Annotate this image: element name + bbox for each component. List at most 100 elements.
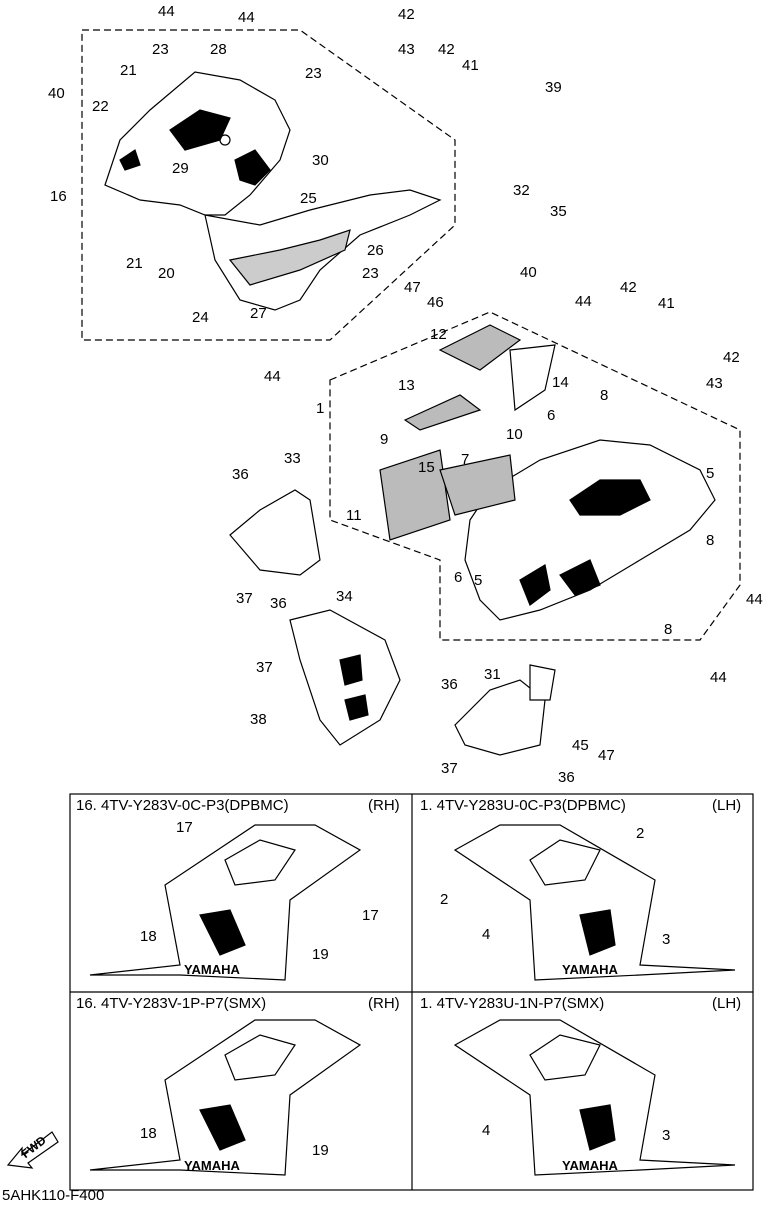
callout-46: 46: [427, 294, 444, 311]
callout-15: 15: [418, 459, 435, 476]
variant-sketch-rh-dpbmc: [89, 824, 362, 981]
variant-header-part-no: 16. 4TV-Y283V-0C-P3(DPBMC): [76, 797, 289, 814]
callout-45: 45: [572, 737, 589, 754]
variant-header-side: (RH): [368, 995, 400, 1012]
callout-17: 17: [176, 819, 193, 836]
callout-44: 44: [238, 9, 255, 26]
callout-17: 17: [362, 907, 379, 924]
callout-4: 4: [482, 926, 491, 943]
lh-group-outline: [329, 311, 741, 641]
lower-cowling-lh: [379, 324, 716, 621]
callout-47: 47: [598, 747, 615, 764]
callout-37: 37: [256, 659, 273, 676]
callout-42: 42: [723, 349, 740, 366]
callout-24: 24: [192, 309, 209, 326]
callout-43: 43: [706, 375, 723, 392]
callout-36: 36: [441, 676, 458, 693]
callout-2: 2: [440, 891, 449, 908]
variant-sketch-rh-smx: [89, 1019, 362, 1176]
variant-header-part-no: 1. 4TV-Y283U-1N-P7(SMX): [420, 995, 605, 1012]
callout-23: 23: [362, 265, 379, 282]
variant-header-part-no: 16. 4TV-Y283V-1P-P7(SMX): [76, 995, 267, 1012]
callout-37: 37: [441, 760, 458, 777]
callout-36: 36: [558, 769, 575, 786]
callout-44: 44: [746, 591, 763, 608]
callout-31: 31: [484, 666, 501, 683]
callout-4: 4: [482, 1122, 491, 1139]
callout-34: 34: [336, 588, 353, 605]
callout-3: 3: [662, 931, 671, 948]
callout-44: 44: [710, 669, 727, 686]
brand-text: YAMAHA: [184, 1158, 240, 1173]
callout-6: 6: [547, 407, 556, 424]
variant-sketch-lh-dpbmc: [453, 824, 736, 981]
callout-10: 10: [506, 426, 523, 443]
callout-21: 21: [120, 62, 137, 79]
callout-19: 19: [312, 1142, 329, 1159]
diagram-code: 5AHK110-F400: [2, 1187, 105, 1204]
callout-13: 13: [398, 377, 415, 394]
callout-1: 1: [316, 400, 325, 417]
callout-5: 5: [706, 465, 715, 482]
brand-text: YAMAHA: [562, 962, 618, 977]
bracket-group: [454, 664, 556, 756]
callout-20: 20: [158, 265, 175, 282]
callout-8: 8: [706, 532, 715, 549]
variant-sketch-lh-smx: [453, 1019, 736, 1176]
callout-41: 41: [462, 57, 479, 74]
fwd-arrow: [6, 1131, 59, 1169]
callout-8: 8: [664, 621, 673, 638]
callout-36: 36: [270, 595, 287, 612]
callout-27: 27: [250, 305, 267, 322]
callout-28: 28: [210, 41, 227, 58]
callout-3: 3: [662, 1127, 671, 1144]
callout-39: 39: [545, 79, 562, 96]
callout-14: 14: [552, 374, 569, 391]
callout-18: 18: [140, 928, 157, 945]
callout-26: 26: [367, 242, 384, 259]
callout-37: 37: [236, 590, 253, 607]
callout-44: 44: [575, 293, 592, 310]
callout-30: 30: [312, 152, 329, 169]
variant-header-side: (LH): [712, 797, 742, 814]
callout-18: 18: [140, 1125, 157, 1142]
callout-36: 36: [232, 466, 249, 483]
callout-23: 23: [305, 65, 322, 82]
variant-header-side: (RH): [368, 797, 400, 814]
upper-cowling-rh: [104, 71, 442, 311]
callout-47: 47: [404, 279, 421, 296]
callout-44: 44: [158, 3, 175, 20]
callout-38: 38: [250, 711, 267, 728]
callout-22: 22: [92, 98, 109, 115]
brand-text: YAMAHA: [562, 1158, 618, 1173]
callout-2: 2: [636, 825, 645, 842]
variant-header-side: (LH): [712, 995, 742, 1012]
callout-32: 32: [513, 182, 530, 199]
callout-41: 41: [658, 295, 675, 312]
callout-35: 35: [550, 203, 567, 220]
callout-33: 33: [284, 450, 301, 467]
callout-43: 43: [398, 41, 415, 58]
side-panel-group: [229, 489, 401, 746]
callout-19: 19: [312, 946, 329, 963]
callout-8: 8: [600, 387, 609, 404]
callout-42: 42: [398, 6, 415, 23]
callout-40: 40: [520, 264, 537, 281]
callout-29: 29: [172, 160, 189, 177]
callout-6: 6: [454, 569, 463, 586]
callout-11: 11: [346, 507, 362, 524]
variant-header-part-no: 1. 4TV-Y283U-0C-P3(DPBMC): [420, 797, 626, 814]
callout-25: 25: [300, 190, 317, 207]
callout-7: 7: [461, 451, 470, 468]
callout-40: 40: [48, 85, 65, 102]
callout-12: 12: [430, 326, 447, 343]
callout-5: 5: [474, 572, 483, 589]
callout-44: 44: [264, 368, 281, 385]
callout-42: 42: [620, 279, 637, 296]
callout-42: 42: [438, 41, 455, 58]
callout-23: 23: [152, 41, 169, 58]
callout-21: 21: [126, 255, 143, 272]
brand-text: YAMAHA: [184, 962, 240, 977]
callout-9: 9: [380, 431, 389, 448]
